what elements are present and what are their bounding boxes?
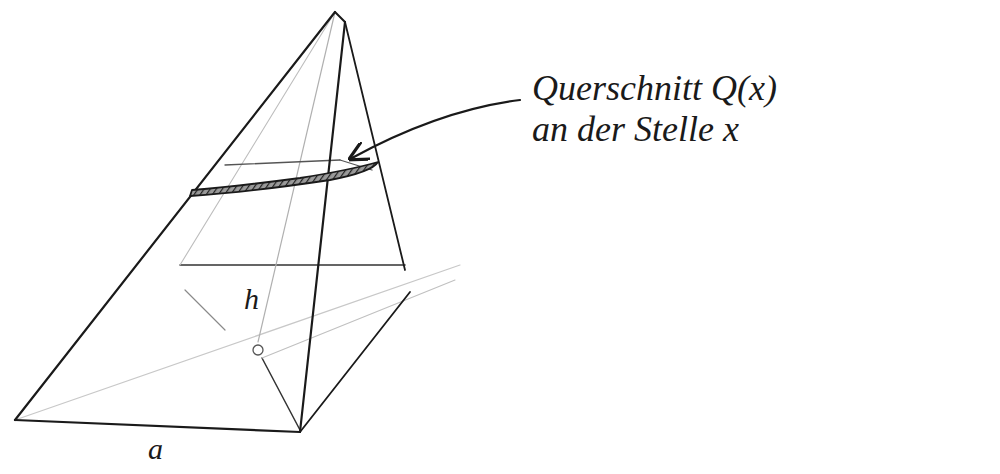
callout-label: Querschnitt Q(x) an der Stelle x bbox=[532, 68, 804, 151]
hidden-edge bbox=[185, 290, 225, 330]
pyramid-edge bbox=[300, 292, 410, 432]
pyramid-edge bbox=[335, 12, 345, 22]
pyramid-edge bbox=[300, 22, 345, 432]
foot-point bbox=[253, 345, 263, 355]
dimension-label: a bbox=[148, 432, 163, 467]
base-line bbox=[262, 280, 455, 358]
section-edge bbox=[225, 160, 340, 165]
pyramid-edge bbox=[15, 12, 335, 420]
pyramid-edge bbox=[15, 420, 300, 432]
base-diagonal bbox=[15, 265, 460, 420]
hidden-edge bbox=[180, 12, 335, 265]
cross-section bbox=[190, 162, 378, 196]
hidden-edge bbox=[180, 264, 405, 266]
dimension-label: h bbox=[244, 282, 259, 317]
base-line bbox=[262, 358, 300, 430]
leader-arrow bbox=[352, 100, 520, 158]
